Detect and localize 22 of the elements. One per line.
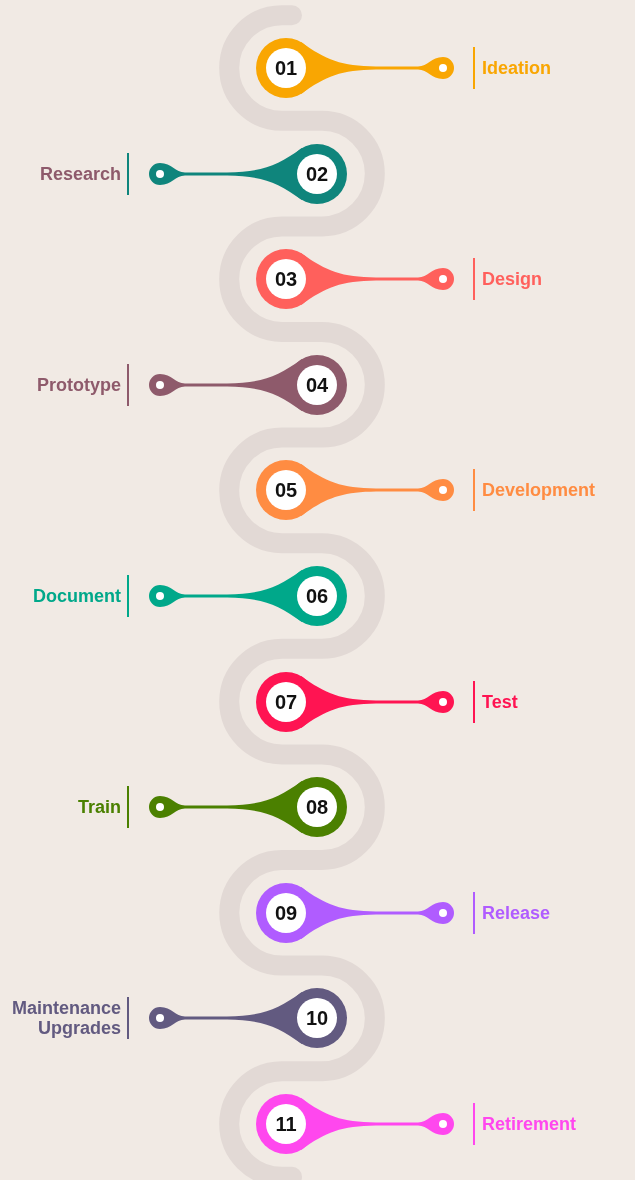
step-label: Train: [78, 797, 121, 818]
step-label: Test: [482, 691, 518, 712]
step-label: Document: [33, 586, 121, 606]
step-number: 02: [304, 161, 330, 187]
step-label: Maintenance Upgrades: [11, 998, 121, 1039]
step-label: Release: [482, 902, 551, 923]
step-number: 04: [304, 372, 330, 398]
step-label: Research: [39, 163, 121, 184]
step-label: Design: [482, 269, 542, 290]
step-number: 10: [304, 1006, 330, 1032]
step-number: 11: [274, 1112, 298, 1137]
step-number: 06: [304, 584, 330, 609]
step-label: Ideation: [482, 58, 551, 78]
step-label: Prototype: [37, 374, 121, 395]
step-label: Retirement: [482, 1114, 577, 1134]
step-number: 05: [273, 478, 299, 504]
step-number: 03: [273, 267, 299, 293]
step-label: Development: [482, 480, 596, 501]
step-number: 09: [273, 900, 299, 926]
step-number: 07: [273, 689, 299, 715]
step-number: 01: [273, 56, 299, 81]
step-number: 08: [304, 795, 330, 821]
